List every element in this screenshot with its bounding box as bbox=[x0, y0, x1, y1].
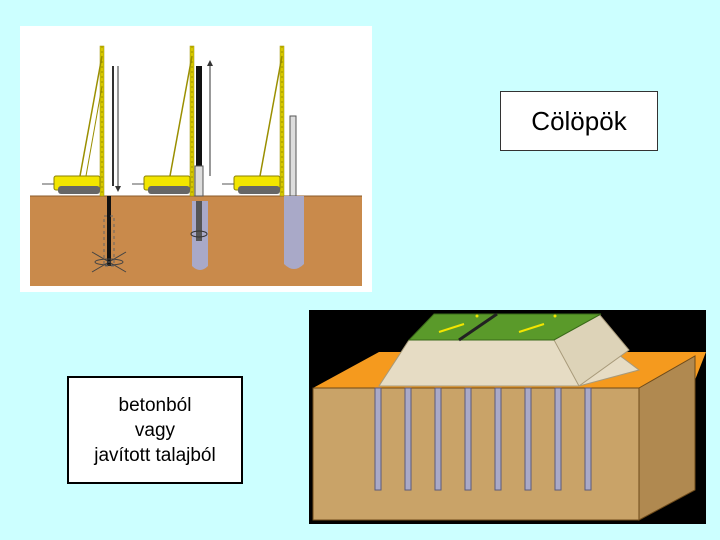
piling-rigs-illustration bbox=[20, 26, 372, 292]
caption-box: betonból vagy javított talajból bbox=[67, 376, 243, 484]
piling-rigs-svg bbox=[30, 45, 362, 286]
embankment-svg bbox=[312, 312, 706, 521]
embankment-top-grass bbox=[407, 313, 602, 341]
page-title: Cölöpök bbox=[531, 105, 627, 136]
piling-rig-3 bbox=[222, 45, 304, 269]
caption-line-2: vagy bbox=[134, 419, 176, 441]
title-box: Cölöpök bbox=[500, 91, 658, 151]
piling-rig-1 bbox=[42, 45, 127, 273]
soil-block-side bbox=[638, 355, 696, 521]
caption-line-3: javított talajból bbox=[94, 444, 216, 466]
embankment-piles-illustration bbox=[309, 310, 706, 524]
piling-rig-2 bbox=[132, 45, 213, 270]
caption-line-1: betonból bbox=[118, 394, 192, 416]
piles bbox=[374, 387, 592, 491]
